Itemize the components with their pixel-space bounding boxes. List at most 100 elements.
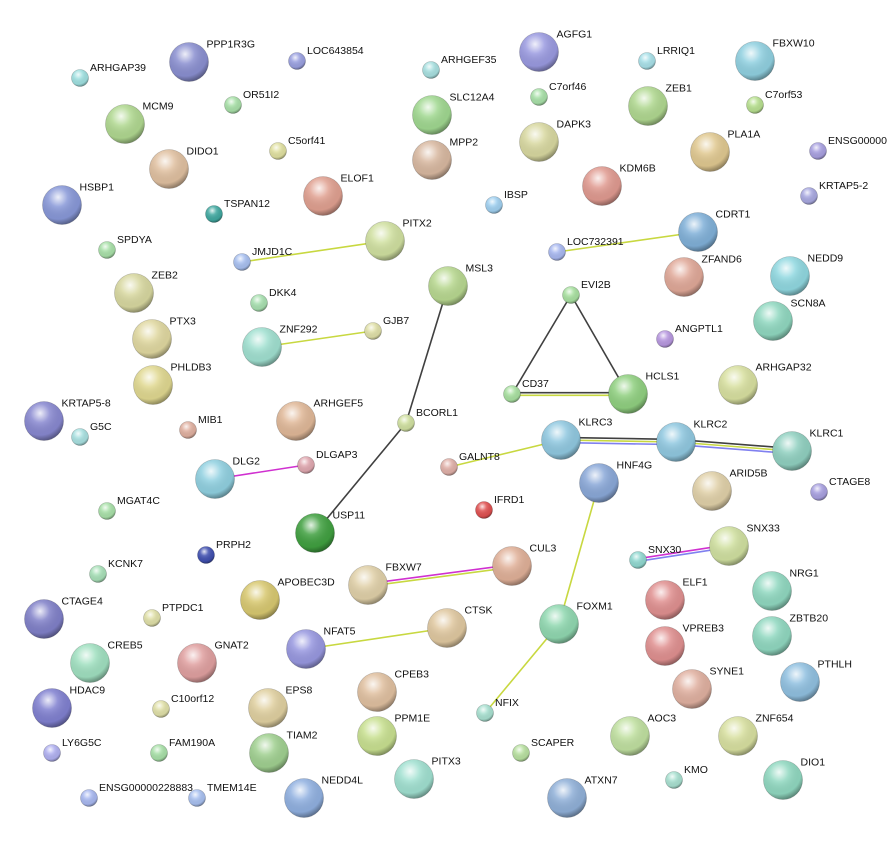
node-pitx2[interactable]: PITX2 — [365, 217, 432, 261]
node-dlgap3[interactable]: DLGAP3 — [297, 449, 358, 474]
node-ly6g5c[interactable]: LY6G5C — [43, 737, 102, 762]
edge-hnf4g-foxm1-textmining[interactable] — [558, 482, 600, 625]
node-elf1[interactable]: ELF1 — [645, 576, 708, 620]
node-scaper[interactable]: SCAPER — [512, 737, 575, 762]
node-arid5b[interactable]: ARID5B — [692, 467, 768, 511]
node-tmem14e[interactable]: TMEM14E — [188, 782, 257, 807]
node-scn8a[interactable]: SCN8A — [753, 297, 826, 341]
edge-fbxw7-cul3-experiments[interactable] — [367, 563, 512, 585]
node-or51i2[interactable]: OR51I2 — [224, 89, 280, 114]
node-loc732391[interactable]: LOC732391 — [548, 236, 624, 261]
node-klrc3[interactable]: KLRC3 — [541, 416, 613, 460]
node-pthlh[interactable]: PTHLH — [780, 658, 852, 702]
node-zeb1[interactable]: ZEB1 — [628, 82, 692, 126]
node-kdm6b[interactable]: KDM6B — [582, 162, 656, 206]
node-znf292[interactable]: ZNF292 — [242, 323, 318, 367]
node-mib1[interactable]: MIB1 — [179, 414, 223, 439]
node-usp11[interactable]: USP11 — [295, 509, 366, 553]
node-kmo[interactable]: KMO — [665, 764, 708, 789]
edge-klrc2-klrc1-coexpression[interactable] — [676, 438, 793, 450]
node-ensg00000[interactable]: ENSG00000 — [809, 135, 888, 160]
node-msl3[interactable]: MSL3 — [428, 262, 494, 306]
node-dio1[interactable]: DIO1 — [763, 756, 826, 800]
node-arhgap32[interactable]: ARHGAP32 — [718, 361, 812, 405]
node-cd37[interactable]: CD37 — [503, 378, 550, 403]
node-evi2b[interactable]: EVI2B — [562, 279, 611, 304]
node-syne1[interactable]: SYNE1 — [672, 665, 745, 709]
node-cul3[interactable]: CUL3 — [492, 542, 557, 586]
node-pitx3[interactable]: PITX3 — [394, 755, 461, 799]
node-dido1[interactable]: DIDO1 — [149, 145, 219, 189]
node-fam190a[interactable]: FAM190A — [150, 737, 216, 762]
node-gnat2[interactable]: GNAT2 — [177, 639, 249, 683]
node-bcorl1[interactable]: BCORL1 — [397, 407, 459, 432]
node-dkk4[interactable]: DKK4 — [250, 287, 297, 312]
node-ctage4[interactable]: CTAGE4 — [24, 595, 103, 639]
node-ppp1r3g[interactable]: PPP1R3G — [169, 38, 256, 82]
node-nfat5[interactable]: NFAT5 — [286, 625, 356, 669]
node-creb5[interactable]: CREB5 — [70, 639, 143, 683]
node-vpreb3[interactable]: VPREB3 — [645, 622, 725, 666]
node-klrc1[interactable]: KLRC1 — [772, 427, 844, 471]
node-mpp2[interactable]: MPP2 — [412, 136, 479, 180]
node-krtap5-8[interactable]: KRTAP5-8 — [24, 397, 111, 441]
node-znf654[interactable]: ZNF654 — [718, 712, 794, 756]
node-ppm1e[interactable]: PPM1E — [357, 712, 431, 756]
node-ifrd1[interactable]: IFRD1 — [475, 494, 525, 519]
node-hnf4g[interactable]: HNF4G — [579, 459, 653, 503]
node-angptl1[interactable]: ANGPTL1 — [656, 323, 724, 348]
node-tspan12[interactable]: TSPAN12 — [205, 198, 271, 223]
node-nrg1[interactable]: NRG1 — [752, 567, 819, 611]
node-cpeb3[interactable]: CPEB3 — [357, 668, 430, 712]
node-eps8[interactable]: EPS8 — [248, 684, 313, 728]
node-atxn7[interactable]: ATXN7 — [547, 774, 618, 818]
node-fbxw7[interactable]: FBXW7 — [348, 561, 422, 605]
node-ctsk[interactable]: CTSK — [427, 604, 493, 648]
edge-evi2b-cd37-coexpression[interactable] — [511, 294, 572, 395]
node-jmjd1c[interactable]: JMJD1C — [233, 246, 293, 271]
node-gjb7[interactable]: GJB7 — [364, 315, 410, 340]
node-prph2[interactable]: PRPH2 — [197, 539, 252, 564]
node-slc12a4[interactable]: SLC12A4 — [412, 91, 495, 135]
node-c5orf41[interactable]: C5orf41 — [269, 135, 326, 160]
node-nedd4l[interactable]: NEDD4L — [284, 774, 364, 818]
node-c10orf12[interactable]: C10orf12 — [152, 693, 215, 718]
edge-msl3-bcorl1-coexpression[interactable] — [405, 285, 449, 424]
node-elof1[interactable]: ELOF1 — [303, 172, 374, 216]
edge-fbxw7-cul3-textmining[interactable] — [368, 566, 513, 588]
edge-loc732391-cdrt1-textmining[interactable] — [556, 231, 699, 253]
node-ctage8[interactable]: CTAGE8 — [810, 476, 871, 501]
node-agfg1[interactable]: AGFG1 — [519, 28, 593, 72]
node-mcm9[interactable]: MCM9 — [105, 100, 174, 144]
node-c7orf46[interactable]: C7orf46 — [530, 81, 587, 106]
node-snx33[interactable]: SNX33 — [709, 522, 780, 566]
node-hdac9[interactable]: HDAC9 — [32, 684, 106, 728]
node-arhgap39[interactable]: ARHGAP39 — [71, 62, 147, 87]
node-hsbp1[interactable]: HSBP1 — [42, 181, 115, 225]
node-loc643854[interactable]: LOC643854 — [288, 45, 364, 70]
node-phldb3[interactable]: PHLDB3 — [133, 361, 212, 405]
node-zeb2[interactable]: ZEB2 — [114, 269, 178, 313]
node-klrc2[interactable]: KLRC2 — [656, 418, 728, 462]
node-ptx3[interactable]: PTX3 — [132, 315, 196, 359]
node-nedd9[interactable]: NEDD9 — [770, 252, 844, 296]
node-dlg2[interactable]: DLG2 — [195, 455, 261, 499]
node-apobec3d[interactable]: APOBEC3D — [240, 576, 336, 620]
node-arhgef5[interactable]: ARHGEF5 — [276, 397, 364, 441]
edge-nfat5-ctsk-textmining[interactable] — [305, 627, 448, 650]
node-mgat4c[interactable]: MGAT4C — [98, 495, 161, 520]
node-spdya[interactable]: SPDYA — [98, 234, 152, 259]
node-nfix[interactable]: NFIX — [476, 697, 519, 722]
node-g5c[interactable]: G5C — [71, 421, 113, 446]
node-pla1a[interactable]: PLA1A — [690, 128, 761, 172]
node-lrriq1[interactable]: LRRIQ1 — [638, 45, 696, 70]
node-fbxw10[interactable]: FBXW10 — [735, 37, 815, 81]
node-ensg00000228883[interactable]: ENSG00000228883 — [80, 782, 194, 807]
node-kcnk7[interactable]: KCNK7 — [89, 558, 144, 583]
node-aoc3[interactable]: AOC3 — [610, 712, 677, 756]
edge-bcorl1-usp11-coexpression[interactable] — [314, 422, 407, 534]
node-cdrt1[interactable]: CDRT1 — [678, 208, 751, 252]
node-arhgef35[interactable]: ARHGEF35 — [422, 54, 497, 79]
node-zbtb20[interactable]: ZBTB20 — [752, 612, 829, 656]
node-ptpdc1[interactable]: PTPDC1 — [143, 602, 204, 627]
